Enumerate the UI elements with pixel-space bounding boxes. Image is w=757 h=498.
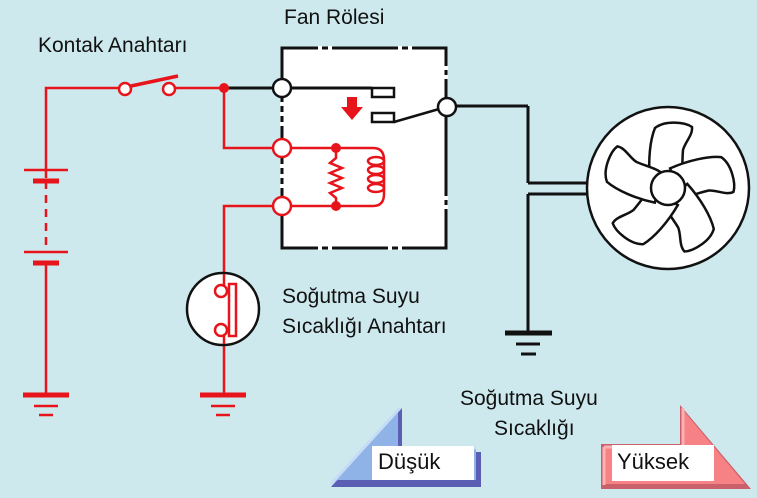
low-temp-button[interactable]: Düşük — [378, 449, 441, 474]
high-temp-button-shape[interactable] — [601, 405, 751, 489]
relay-terminals — [271, 77, 458, 217]
battery-icon — [24, 168, 68, 266]
high-temp-button[interactable]: Yüksek — [617, 449, 690, 474]
low-temp-button-shape[interactable] — [329, 406, 481, 487]
coolant-temp-switch-label-line2: Sıcaklığı Anahtarı — [282, 315, 447, 338]
coolant-temp-label-line1: Soğutma Suyu — [460, 387, 598, 410]
coolant-temp-switch-label-line1: Soğutma Suyu — [282, 285, 420, 308]
fan-icon — [585, 105, 751, 271]
fan-relay-label: Fan Rölesi — [284, 6, 385, 29]
coolant-temp-label-line2: Sıcaklığı — [494, 417, 575, 440]
relay-contact-wiring — [224, 86, 590, 333]
junction-dots — [219, 83, 341, 211]
ignition-switch-label: Kontak Anahtarı — [38, 34, 188, 57]
down-arrow-icon — [341, 97, 363, 120]
ignition-switch-icon — [117, 81, 177, 97]
temp-switch-ground-icon — [200, 392, 246, 417]
coolant-temp-switch-icon — [185, 271, 261, 347]
fan-ground-icon — [505, 330, 552, 356]
battery-ground-icon — [23, 392, 69, 417]
